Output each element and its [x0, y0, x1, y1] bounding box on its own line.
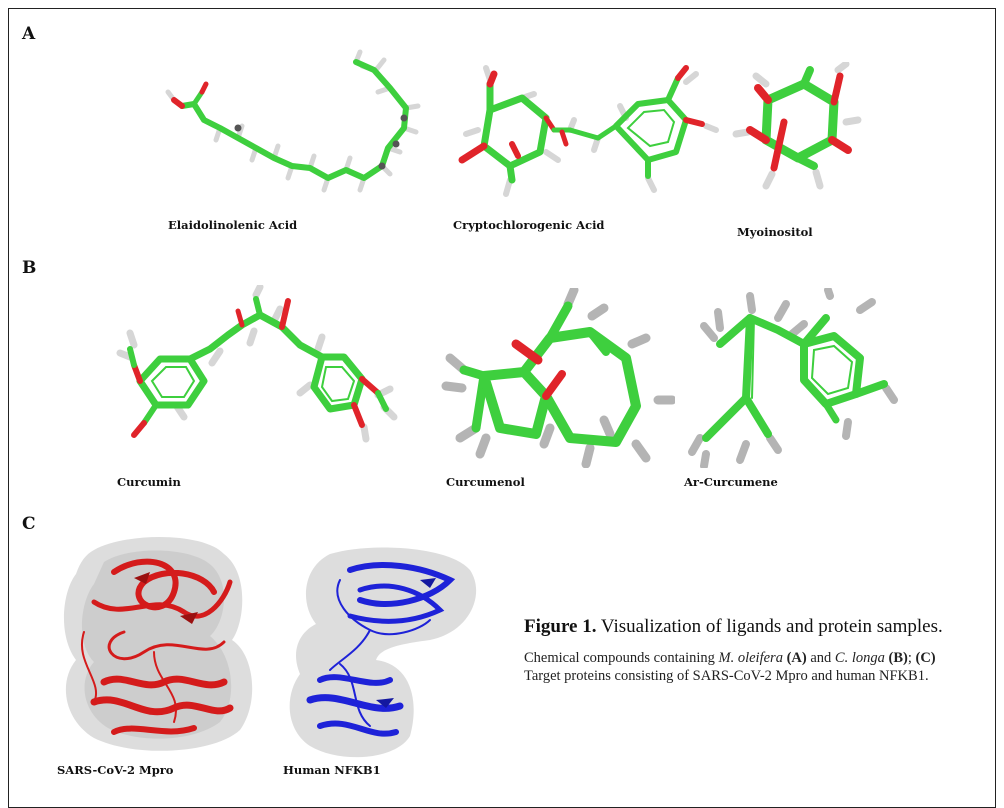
panel-a-letter: A	[22, 24, 36, 44]
label-sars-cov-2-mpro: SARS-CoV-2 Mpro	[57, 763, 174, 777]
caption-title: Figure 1. Visualization of ligands and p…	[524, 616, 943, 637]
myoinositol-structure	[732, 62, 862, 190]
label-ar-curcumene: Ar-Curcumene	[684, 475, 778, 489]
species-curcuma: C. longa	[834, 650, 885, 666]
panel-c-letter: C	[22, 514, 36, 534]
ar-curcumene-structure	[688, 288, 898, 468]
species-moringa: M. oleifera	[718, 650, 783, 666]
figure-caption: Figure 1. Visualization of ligands and p…	[524, 614, 972, 685]
label-human-nfkb1: Human NFKB1	[283, 763, 381, 777]
label-curcumenol: Curcumenol	[446, 475, 525, 489]
curcumin-structure	[116, 285, 398, 443]
nfkb1-protein-structure	[289, 547, 477, 758]
mpro-protein-structure	[63, 536, 253, 751]
label-curcumin: Curcumin	[117, 475, 181, 489]
caption-body: Chemical compounds containing M. oleifer…	[524, 650, 936, 684]
cryptochlorogenic-acid-structure	[458, 65, 719, 197]
panel-b-letter: B	[22, 258, 37, 278]
caption-label: Figure 1.	[524, 616, 597, 637]
curcumenol-structure	[441, 288, 675, 468]
elaidolinolenic-acid-structure	[165, 49, 421, 193]
label-cryptochlorogenic-acid: Cryptochlorogenic Acid	[453, 218, 605, 232]
label-myoinositol: Myoinositol	[737, 225, 813, 239]
label-elaidolinolenic-acid: Elaidolinolenic Acid	[168, 218, 298, 232]
